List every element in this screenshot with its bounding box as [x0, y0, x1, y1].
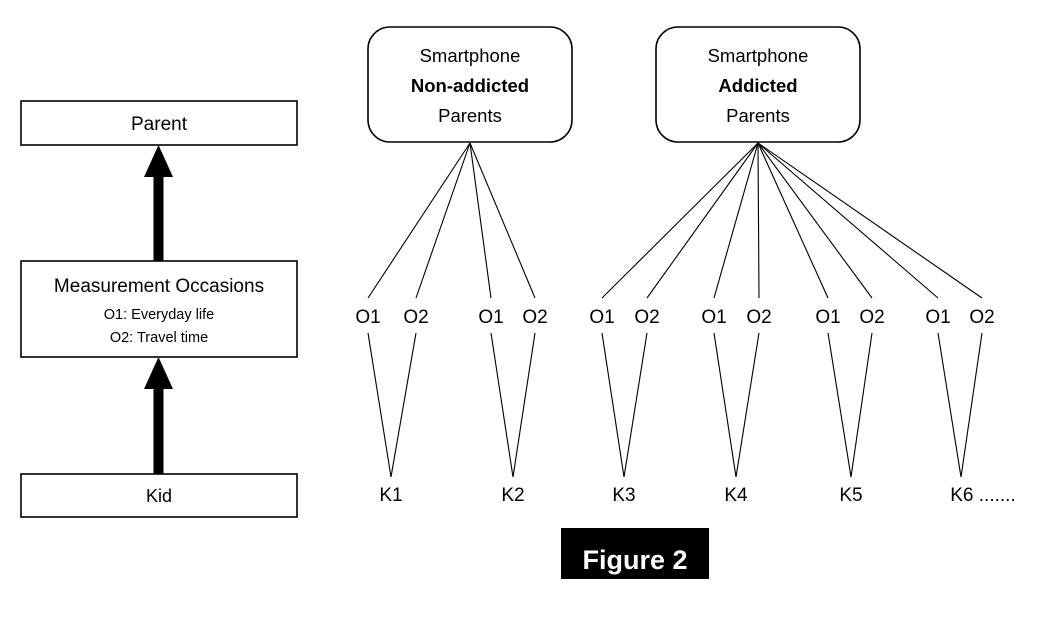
occasion-label-1: O1 [355, 307, 380, 328]
non-addicted-line-1: Smartphone [420, 45, 521, 66]
arrow-kid-to-occasions [144, 357, 173, 474]
figure-caption-label: Figure 2 [582, 545, 687, 575]
group-non-addicted: Smartphone Non-addicted Parents [367, 26, 573, 478]
kid-label-1: K1 [379, 485, 402, 506]
non-addicted-kid-links [367, 332, 536, 478]
occasion-label-11: O1 [925, 307, 950, 328]
non-addicted-line-3: Parents [438, 105, 502, 126]
addicted-line-3: Parents [726, 105, 790, 126]
occasion-label-10: O2 [859, 307, 884, 328]
kid-label-2: K2 [501, 485, 524, 506]
kid-box-label: Kid [146, 486, 172, 506]
kid-label-6: K6 ....... [950, 485, 1015, 506]
occasion-label-6: O2 [634, 307, 659, 328]
occasion-labels: O1 O2 O1 O2 O1 O2 O1 O2 O1 O2 O1 O2 [355, 307, 994, 328]
addicted-line-1: Smartphone [708, 45, 809, 66]
occasion-label-2: O2 [403, 307, 428, 328]
addicted-line-2: Addicted [718, 75, 797, 96]
kid-label-4: K4 [724, 485, 748, 506]
parent-box-outline [20, 100, 298, 146]
occasion-label-5: O1 [589, 307, 614, 328]
arrow-occasions-to-parent [144, 145, 173, 261]
non-addicted-occasion-links [367, 142, 536, 299]
group-addicted: Smartphone Addicted Parents [601, 26, 983, 478]
kid-box-outline [20, 473, 298, 518]
addicted-box-outline [655, 26, 861, 143]
kid-labels: K1 K2 K3 K4 K5 K6 ....... [379, 485, 1015, 506]
non-addicted-line-2: Non-addicted [411, 75, 529, 96]
measurement-occasions-line-1: O1: Everyday life [104, 307, 214, 323]
multilevel-legend: Parent Measurement Occasions O1: Everyda… [20, 100, 298, 518]
measurement-occasions-title: Measurement Occasions [54, 276, 264, 297]
legend-box-parent: Parent [20, 100, 298, 146]
measurement-occasions-line-2: O2: Travel time [110, 330, 208, 346]
kid-label-3: K3 [612, 485, 635, 506]
kid-label-5: K5 [839, 485, 862, 506]
parent-box-label: Parent [131, 114, 188, 135]
measurement-occasions-box-outline [20, 260, 298, 358]
occasion-label-8: O2 [746, 307, 771, 328]
occasion-label-3: O1 [478, 307, 503, 328]
legend-box-measurement-occasions: Measurement Occasions O1: Everyday life … [20, 260, 298, 358]
legend-box-kid: Kid [20, 473, 298, 518]
figure-caption: Figure 2 [561, 528, 709, 579]
occasion-label-12: O2 [969, 307, 994, 328]
figure-caption-plate [561, 528, 709, 579]
non-addicted-box-outline [367, 26, 573, 143]
addicted-occasion-links [601, 142, 983, 299]
occasion-label-7: O1 [701, 307, 726, 328]
addicted-kid-links [601, 332, 983, 478]
occasion-label-4: O2 [522, 307, 547, 328]
occasion-label-9: O1 [815, 307, 840, 328]
